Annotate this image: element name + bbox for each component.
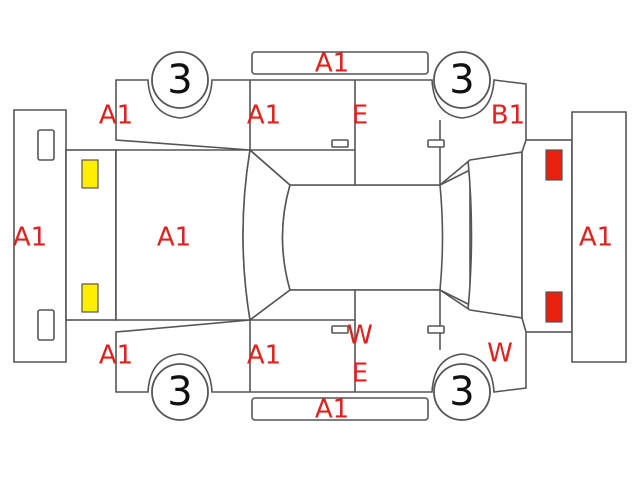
label-rear-right-door-w: W bbox=[347, 321, 373, 351]
front-lamp-panel bbox=[65, 149, 117, 321]
rear-left-tire-value: 3 bbox=[449, 57, 474, 103]
front-left-wheel: 3 bbox=[151, 51, 209, 109]
label-roof-bottom: A1 bbox=[315, 395, 349, 425]
left-side-panels bbox=[115, 79, 527, 186]
label-front-right-door: A1 bbox=[247, 341, 281, 371]
rear-left-wheel: 3 bbox=[433, 51, 491, 109]
damage-labels: A1 A1 A1 E B1 A1 A1 A1 A1 A1 W E W A1 bbox=[13, 49, 613, 425]
front-right-wheel: 3 bbox=[151, 363, 209, 421]
front-right-tire-value: 3 bbox=[167, 369, 192, 415]
right-side-panels bbox=[115, 289, 527, 393]
label-rear-left-quarter: B1 bbox=[491, 101, 525, 131]
label-front-left-door: A1 bbox=[247, 101, 281, 131]
roof-top-panel bbox=[251, 51, 429, 75]
front-left-tire-value: 3 bbox=[167, 57, 192, 103]
label-front-bumper: A1 bbox=[13, 223, 47, 253]
roof-bottom-panel bbox=[251, 397, 429, 421]
label-roof-top: A1 bbox=[315, 49, 349, 79]
rear-left-taillight-icon bbox=[545, 149, 563, 181]
label-hood: A1 bbox=[157, 223, 191, 253]
label-front-left-fender: A1 bbox=[99, 101, 133, 131]
label-rear-left-door: E bbox=[352, 101, 368, 131]
label-rear-bumper: A1 bbox=[579, 223, 613, 253]
label-rear-right-door-e: E bbox=[352, 359, 368, 389]
front-right-headlight-icon bbox=[81, 283, 99, 313]
rear-lamp-panel bbox=[521, 139, 573, 333]
cabin bbox=[242, 149, 471, 321]
rear-right-taillight-icon bbox=[545, 291, 563, 323]
label-front-right-fender: A1 bbox=[99, 341, 133, 371]
label-rear-right-quarter: W bbox=[487, 339, 513, 369]
rear-right-wheel: 3 bbox=[433, 363, 491, 421]
rear-right-tire-value: 3 bbox=[449, 369, 474, 415]
front-left-headlight-icon bbox=[81, 159, 99, 189]
trunk-lid bbox=[467, 151, 523, 319]
rear-bumper bbox=[571, 111, 627, 363]
front-bumper bbox=[13, 109, 67, 363]
